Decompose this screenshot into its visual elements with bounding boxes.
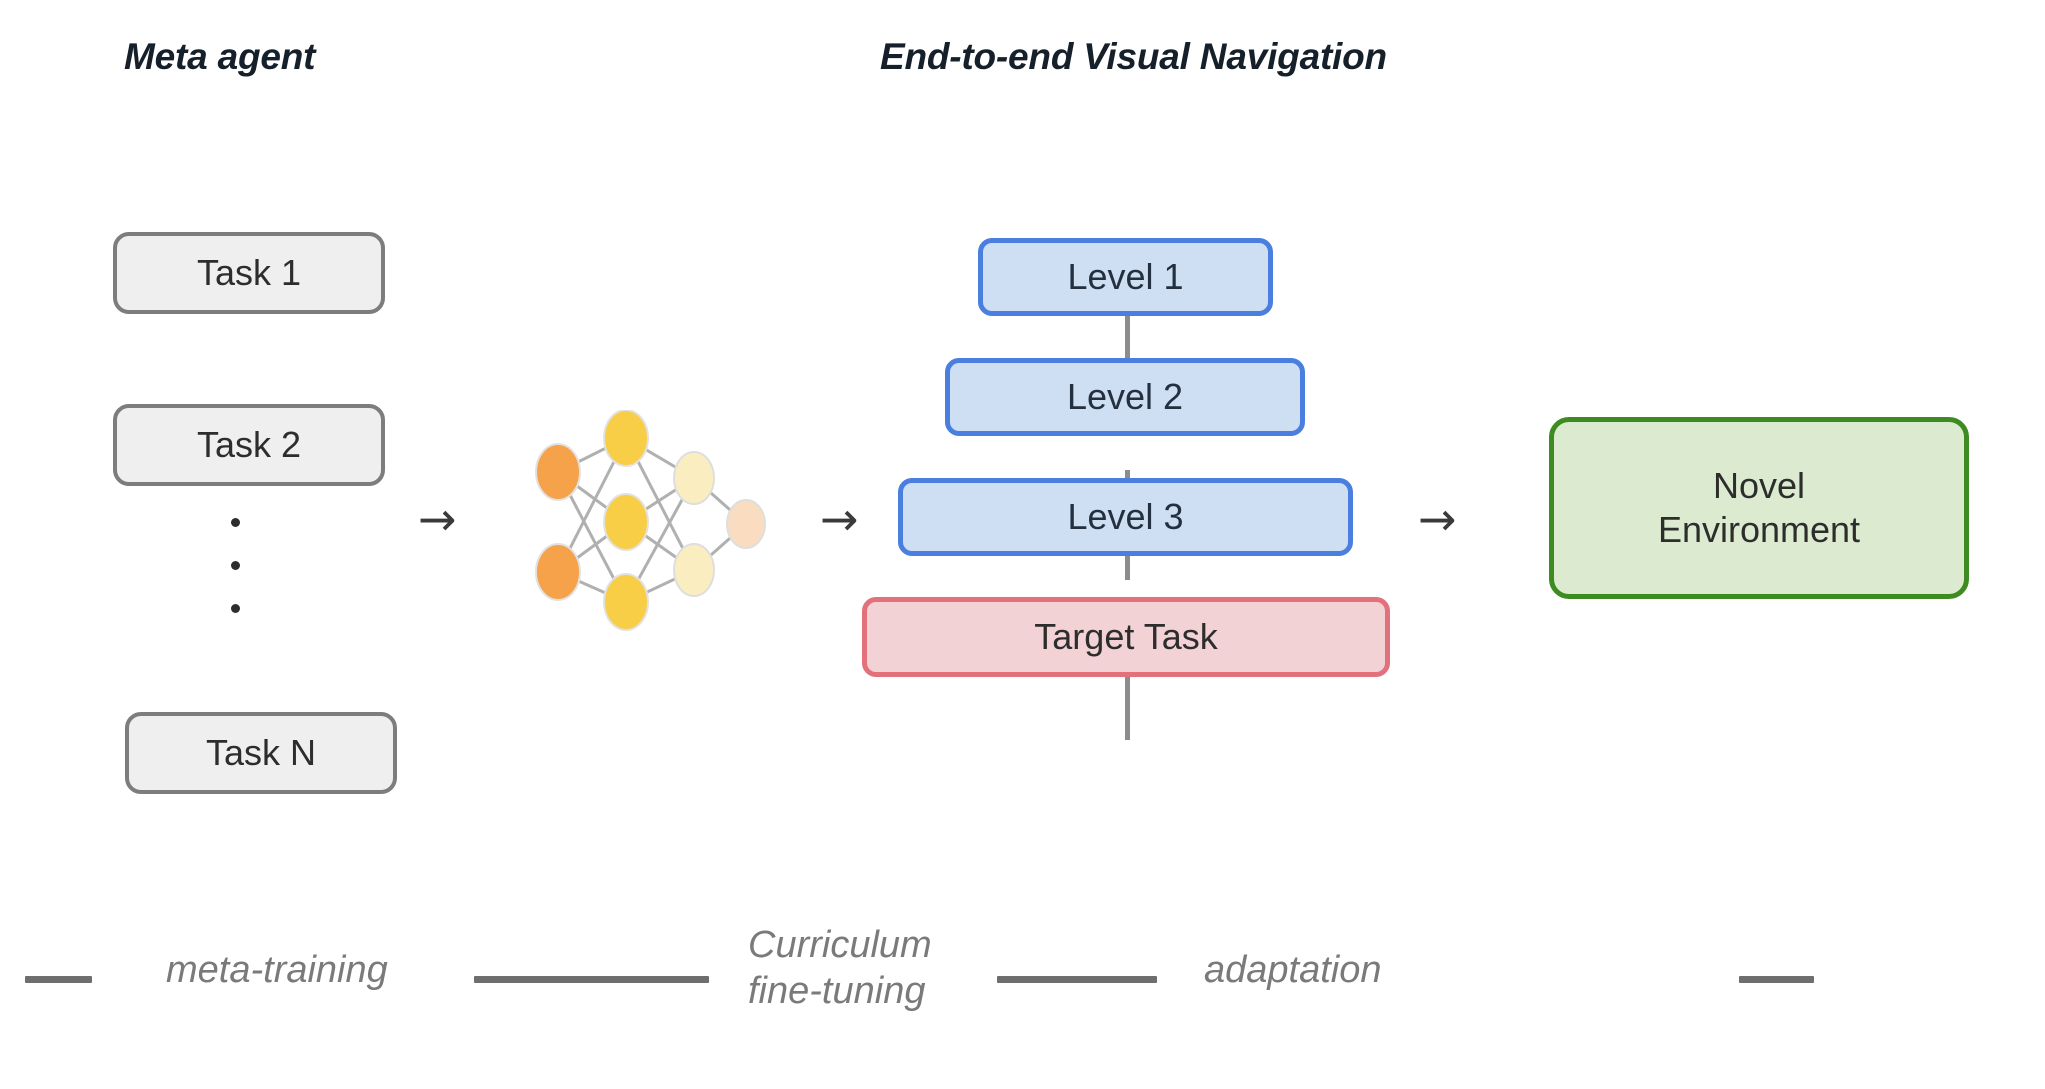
curriculum-level-2-box[interactable]: Level 2 [945, 358, 1305, 436]
legend-dash-4 [1739, 976, 1814, 983]
arrow-tasks-to-network: → [418, 492, 457, 546]
legend-dash-2 [474, 976, 709, 983]
curriculum-level-3-box[interactable]: Level 3 [898, 478, 1353, 556]
legend-label-curriculum-fine-tuning: Curriculum fine-tuning [748, 924, 932, 1012]
legend-label-meta-training: meta-training [166, 949, 388, 991]
ellipsis-dot [230, 518, 240, 527]
section-title-end-to-end-visual-navigation: End-to-end Visual Navigation [880, 36, 1387, 77]
legend-dash-1 [25, 976, 92, 983]
task-box-1[interactable]: Task 1 [113, 232, 385, 314]
legend-dash-3 [997, 976, 1157, 983]
novel-environment-box[interactable]: Novel Environment [1549, 417, 1969, 599]
network-edges [556, 436, 747, 604]
ellipsis-dot [230, 561, 240, 570]
curriculum-level-1-box[interactable]: Level 1 [978, 238, 1273, 316]
legend-label-adaptation: adaptation [1204, 949, 1382, 991]
arrow-curriculum-to-environment: → [1418, 492, 1457, 546]
neural-network-graphic [530, 409, 770, 640]
task-box-2[interactable]: Task 2 [113, 404, 385, 486]
connector-level3-target [1125, 630, 1130, 740]
task-list-ellipsis [228, 518, 242, 658]
section-title-meta-agent: Meta agent [124, 36, 316, 77]
task-box-n[interactable]: Task N [125, 712, 397, 794]
network-nodes [535, 409, 766, 631]
target-task-box[interactable]: Target Task [862, 597, 1390, 677]
arrow-network-to-curriculum: → [820, 492, 859, 546]
ellipsis-dot [230, 604, 240, 613]
